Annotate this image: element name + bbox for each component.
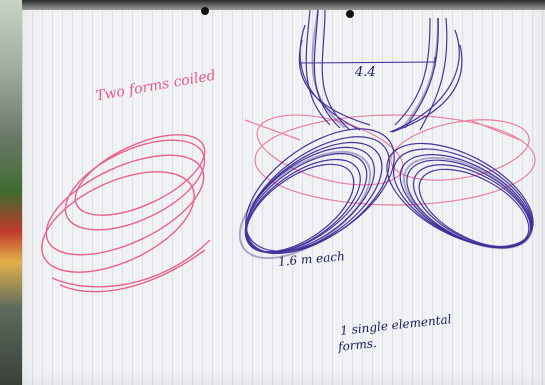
annotation-dimension: 4.4 [355,65,376,80]
pink-under-sketch [245,102,535,205]
binding-hole-2 [346,10,354,18]
binding-hole-1 [201,7,209,15]
pink-coiled-form [27,118,218,293]
purple-ink-density [222,10,545,279]
purple-coiled-forms [225,10,545,276]
